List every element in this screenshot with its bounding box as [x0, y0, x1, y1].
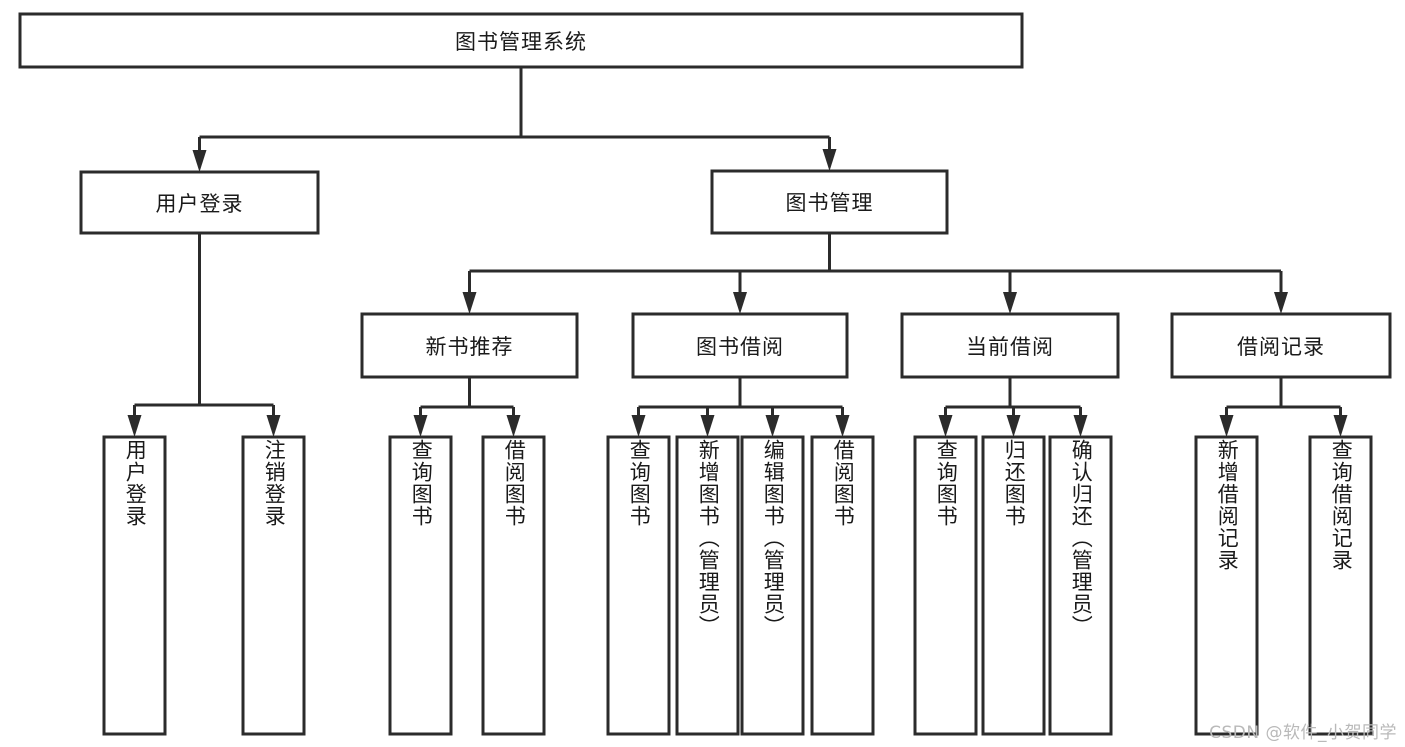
node-label-br-query-record: 查询借阅记录	[1329, 439, 1354, 571]
arrow-head-icon-nbr-query-book	[413, 415, 428, 437]
node-label-user-logout-leaf: 注销登录	[262, 439, 287, 527]
arrow-head-icon-cb-confirm-return	[1073, 415, 1088, 437]
node-label-wrap-cb-confirm-return[interactable]: 确认归还（管理员）	[1050, 437, 1111, 734]
node-label-wrap-nbr-query-book[interactable]: 查询图书	[390, 437, 451, 734]
node-box-bb-query-book[interactable]	[606, 435, 671, 736]
arrow-head-icon-user-login	[192, 150, 207, 172]
arrow-head-icon-nbr-borrow-book	[506, 415, 521, 437]
watermark-text: CSDN @软件_小贺同学	[1209, 723, 1397, 743]
boxes-layer	[18, 12, 1392, 736]
node-box-borrow-records[interactable]	[1170, 312, 1392, 379]
node-box-current-borrow[interactable]	[900, 312, 1120, 379]
node-box-nbr-borrow-book[interactable]	[481, 435, 546, 736]
arrow-head-icon-bb-borrow-book	[835, 415, 850, 437]
node-label-wrap-br-query-record[interactable]: 查询借阅记录	[1310, 437, 1371, 734]
node-box-user-login[interactable]	[79, 170, 320, 235]
node-label-bb-query-book: 查询图书	[627, 439, 652, 527]
node-label-wrap-bb-edit-book[interactable]: 编辑图书（管理员）	[742, 437, 803, 734]
node-label-br-add-record: 新增借阅记录	[1215, 439, 1240, 571]
node-label-wrap-user-logout-leaf[interactable]: 注销登录	[243, 437, 304, 734]
node-label-nbr-borrow-book: 借阅图书	[502, 439, 527, 527]
node-label-bb-borrow-book: 借阅图书	[831, 439, 856, 527]
node-label-cb-confirm-return: 确认归还（管理员）	[1069, 439, 1094, 637]
node-label-user-login-leaf: 用户登录	[123, 439, 148, 527]
node-label-wrap-cb-query-book[interactable]: 查询图书	[915, 437, 976, 734]
node-label-cb-query-book: 查询图书	[934, 439, 959, 527]
arrow-head-icon-br-query-record	[1333, 415, 1348, 437]
node-box-user-logout-leaf[interactable]	[241, 435, 306, 736]
connectors-layer	[127, 67, 1348, 437]
node-box-user-login-leaf[interactable]	[102, 435, 167, 736]
node-box-bb-add-book[interactable]	[675, 435, 740, 736]
node-label-wrap-bb-borrow-book[interactable]: 借阅图书	[812, 437, 873, 734]
arrow-head-icon-bb-edit-book	[765, 415, 780, 437]
node-label-wrap-bb-query-book[interactable]: 查询图书	[608, 437, 669, 734]
node-box-nbr-query-book[interactable]	[388, 435, 453, 736]
node-label-wrap-nbr-borrow-book[interactable]: 借阅图书	[483, 437, 544, 734]
arrow-head-icon-cb-query-book	[938, 415, 953, 437]
node-box-bb-borrow-book[interactable]	[810, 435, 875, 736]
node-box-cb-query-book[interactable]	[913, 435, 978, 736]
node-box-new-book-recommend[interactable]	[360, 312, 579, 379]
node-label-wrap-br-add-record[interactable]: 新增借阅记录	[1196, 437, 1257, 734]
node-box-book-manage[interactable]	[710, 169, 949, 235]
arrow-head-icon-current-borrow	[1003, 292, 1017, 314]
node-label-wrap-bb-add-book[interactable]: 新增图书（管理员）	[677, 437, 738, 734]
node-box-br-query-record[interactable]	[1308, 435, 1373, 736]
arrow-head-icon-cb-return-book	[1006, 415, 1021, 437]
node-box-book-borrow[interactable]	[631, 312, 849, 379]
arrow-head-icon-new-book-recommend	[462, 292, 477, 314]
arrow-head-icon-br-add-record	[1219, 415, 1234, 437]
arrow-head-icon-bb-add-book	[700, 415, 715, 437]
arrow-head-icon-user-login-leaf	[127, 415, 142, 437]
node-box-cb-return-book[interactable]	[981, 435, 1046, 736]
arrow-head-icon-bb-query-book	[631, 415, 646, 437]
arrow-head-icon-book-borrow	[733, 292, 747, 314]
node-box-root[interactable]	[18, 12, 1024, 69]
node-label-bb-edit-book: 编辑图书（管理员）	[761, 439, 786, 637]
node-label-nbr-query-book: 查询图书	[409, 439, 434, 527]
node-box-br-add-record[interactable]	[1194, 435, 1259, 736]
arrow-head-icon-borrow-records	[1274, 292, 1288, 314]
arrow-head-icon-user-logout-leaf	[266, 415, 281, 437]
node-label-wrap-cb-return-book[interactable]: 归还图书	[983, 437, 1044, 734]
node-label-wrap-user-login-leaf[interactable]: 用户登录	[104, 437, 165, 734]
node-label-bb-add-book: 新增图书（管理员）	[696, 439, 721, 637]
arrow-head-icon-book-manage	[822, 149, 837, 171]
node-box-bb-edit-book[interactable]	[740, 435, 805, 736]
node-label-cb-return-book: 归还图书	[1002, 439, 1027, 527]
node-box-cb-confirm-return[interactable]	[1048, 435, 1113, 736]
